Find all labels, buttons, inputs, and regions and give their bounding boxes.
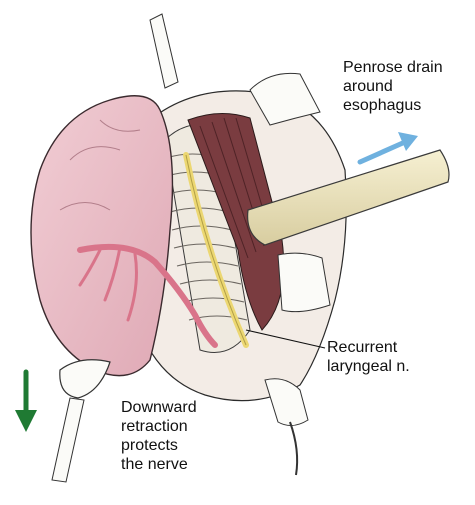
- retractor-bottom-left: [51, 359, 111, 483]
- arrow-up-right-icon: [357, 132, 418, 165]
- penrose-drain: [247, 149, 450, 246]
- retractor-top: [149, 13, 321, 126]
- retractor-right: [277, 252, 331, 313]
- strap-muscle: [187, 112, 285, 331]
- recurrent-nerve-label: Recurrent laryngeal n.: [327, 339, 410, 375]
- arrow-down-icon: [15, 369, 37, 432]
- thyroid-lobe: [30, 95, 174, 377]
- nerve-leader-line: [245, 329, 326, 349]
- penrose-drain-label: Penrose drain around esophagus: [343, 59, 443, 114]
- retractor-bottom-right: [264, 378, 309, 476]
- downward-retraction-label: Downward retraction protects the nerve: [121, 399, 197, 473]
